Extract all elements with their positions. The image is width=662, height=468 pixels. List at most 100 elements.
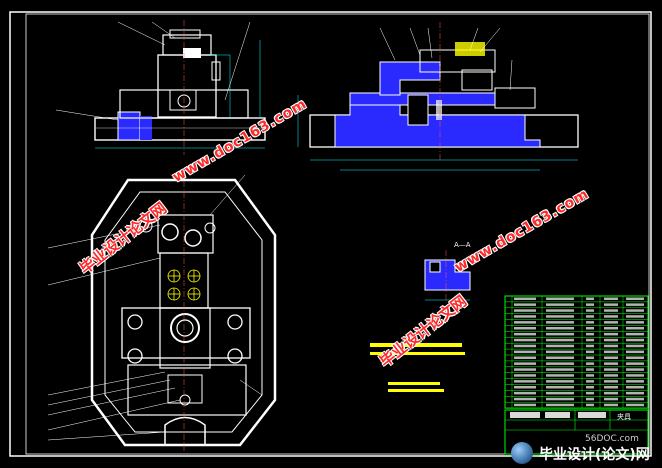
title-block [504,409,649,455]
parts-table-cell [514,374,536,377]
parts-table-cell [514,338,536,342]
parts-table-cell [626,332,644,336]
parts-table-cell [586,338,594,342]
parts-table-cell [586,321,594,324]
parts-table-cell [604,397,618,401]
section-label: A—A [454,241,471,249]
parts-table-cell [586,374,594,377]
parts-table-cell [604,391,618,395]
parts-table-cell [546,297,574,300]
parts-table-cell [546,309,574,312]
parts-table-cell [514,321,536,324]
parts-table-cell [604,350,618,354]
parts-table-cell [604,362,618,365]
technical-notes [370,343,465,392]
parts-table-cell [626,356,644,359]
parts-table-cell [586,403,594,407]
logo-title: 毕业设计(论文)网 [539,447,650,463]
parts-table-cell [626,338,644,342]
parts-table-cell [586,332,594,336]
parts-table-cell [514,350,536,354]
parts-table-cell [546,368,574,371]
parts-table-cell [546,338,574,342]
parts-table-cell [586,397,594,401]
parts-table-cell [546,374,574,377]
parts-table-cell [546,332,574,336]
parts-table-cell [586,327,594,330]
parts-table-cell [546,380,574,383]
parts-table-cell [586,309,594,312]
sheet-border [9,11,652,457]
parts-table-cell [514,309,536,312]
parts-table-cell [514,332,536,336]
parts-table-cell [604,403,618,407]
parts-table-cell [626,391,644,395]
parts-table-cell [546,350,574,354]
section-view [297,22,579,171]
parts-table-cell [626,362,644,365]
parts-table-cell [546,344,574,348]
parts-table-cell [604,303,618,306]
parts-table-cell [514,386,536,389]
parts-table-cell [626,368,644,371]
parts-table-cell [626,350,644,354]
parts-table-cell [546,315,574,318]
parts-table-cell [514,380,536,383]
parts-table-cell [546,403,574,407]
parts-table-cell [546,391,574,395]
parts-table-cell [626,321,644,324]
parts-table-cell [604,332,618,336]
globe-icon [511,442,533,464]
parts-table-cell [626,344,644,348]
detail-section-aa [424,250,471,305]
parts-table-cell [546,356,574,359]
parts-table-cell [586,297,594,300]
parts-table-cell [546,321,574,324]
drawing-title: 夹具 [617,413,631,421]
parts-table-cell [626,309,644,312]
front-view [55,20,266,155]
parts-table-cell [626,380,644,383]
parts-table-cell [604,374,618,377]
parts-table-cell [626,397,644,401]
parts-table-cell [626,315,644,318]
parts-table-cell [586,344,594,348]
parts-table-cell [586,303,594,306]
parts-table-cell [514,297,536,300]
parts-table-cell [604,386,618,389]
parts-table-cell [514,397,536,401]
parts-table-cell [586,350,594,354]
parts-table-cell [604,315,618,318]
parts-table-cell [604,344,618,348]
parts-table-cell [514,403,536,407]
parts-table-cell [546,362,574,365]
parts-table-cell [514,315,536,318]
parts-table-cell [626,297,644,300]
parts-table-cell [626,303,644,306]
inner-border [25,13,650,455]
parts-table-cell [626,327,644,330]
parts-table-cell [546,327,574,330]
parts-table-cell [626,386,644,389]
parts-table-cell [604,356,618,359]
parts-table-cell [514,356,536,359]
parts-table-cell [604,327,618,330]
parts-table-cell [604,321,618,324]
parts-table-cell [546,386,574,389]
parts-table-cell [604,368,618,371]
parts-table-cell [514,344,536,348]
parts-table-cell [546,397,574,401]
parts-table-cell [514,303,536,306]
parts-table-cell [626,403,644,407]
parts-table-cell [514,391,536,395]
parts-table-cell [586,356,594,359]
parts-list-table [504,295,649,409]
parts-table-cell [514,368,536,371]
parts-table-cell [604,297,618,300]
logo-host: 56DOC.com [585,434,639,444]
parts-table-cell [586,368,594,371]
parts-table-cell [586,386,594,389]
parts-table-cell [586,380,594,383]
